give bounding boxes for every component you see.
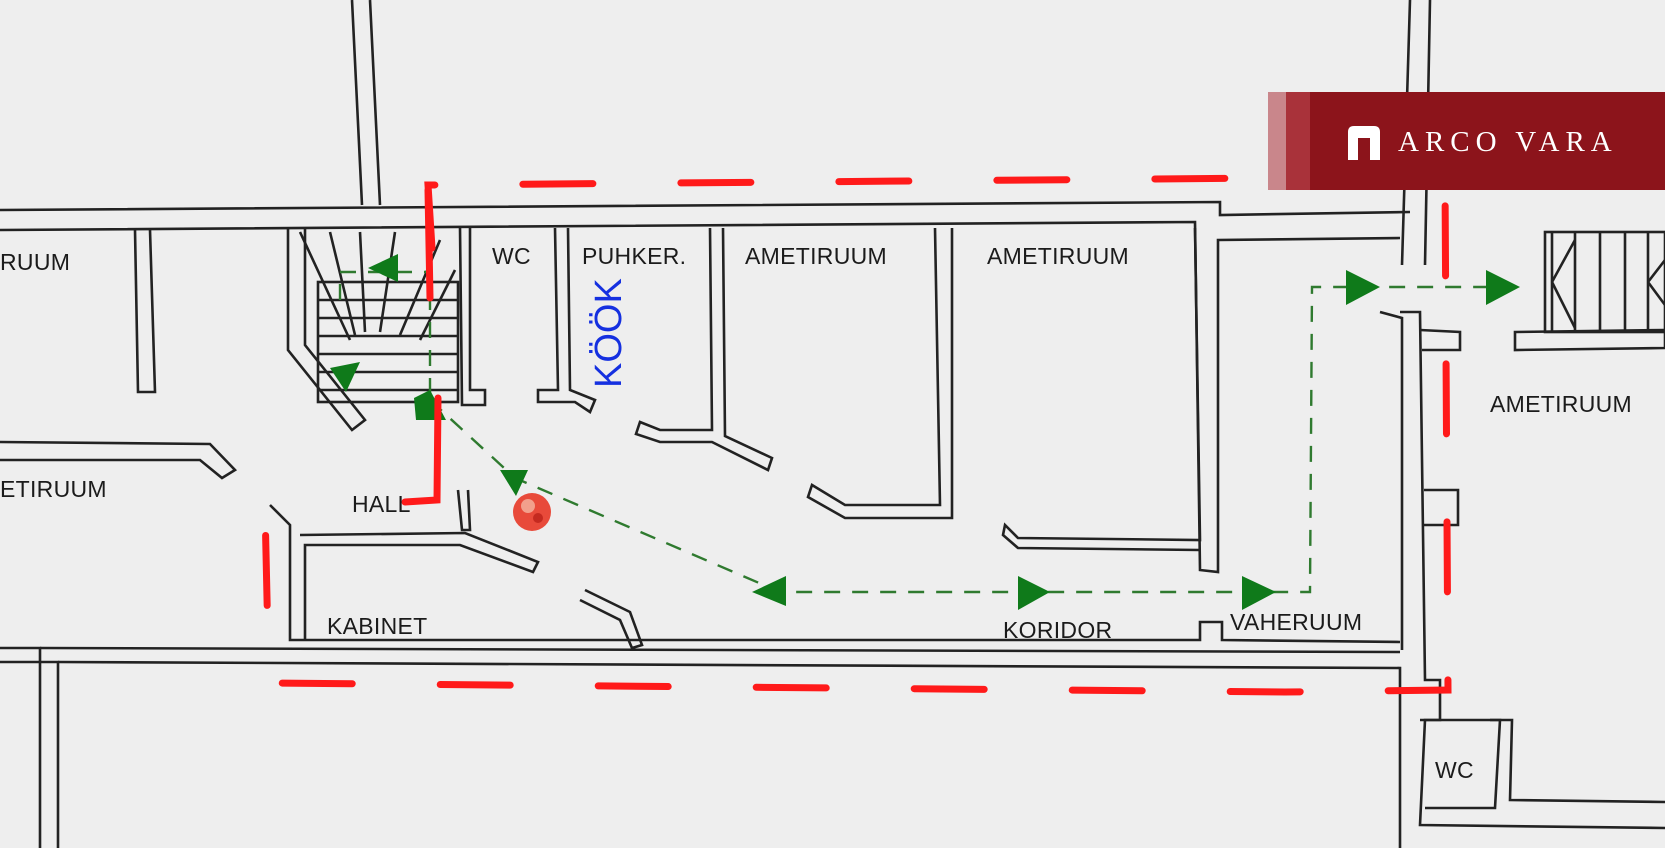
wall-left-room — [133, 229, 157, 394]
wall-bottom-outer — [39, 646, 1402, 848]
wall-etiruum — [0, 440, 238, 480]
wall-wc-bottom-right — [1490, 718, 1665, 804]
evacuation-arrow-icon — [1242, 576, 1276, 610]
room-label-ametiruum-right: AMETIRUUM — [1490, 391, 1632, 417]
room-labels: RUUM ETIRUUM WC PUHKER. AMETIRUUM AMETIR… — [0, 243, 1632, 783]
evacuation-arrow-icon — [1346, 270, 1380, 305]
brand-band-light — [1268, 92, 1286, 190]
wall-right-notch-top — [1419, 328, 1462, 352]
boundary-outline — [261, 174, 1452, 696]
evacuation-arrow-icon — [500, 470, 528, 496]
wall-kabinet-door — [579, 588, 644, 650]
wall-vaheruum-right — [1379, 310, 1404, 650]
arco-vara-logo-icon — [1348, 126, 1380, 160]
wall-stair-left — [286, 228, 367, 432]
wall-right-stair-landing — [1513, 328, 1665, 352]
room-label-kabinet: KABINET — [327, 613, 428, 639]
room-label-koridor: KORIDOR — [1003, 617, 1112, 643]
room-label-vaheruum: VAHERUUM — [1230, 609, 1362, 635]
evac-path-stairs — [338, 270, 432, 400]
room-label-wc-top: WC — [492, 243, 531, 269]
evacuation-arrow-icon — [1018, 576, 1050, 610]
wall-top-inner — [0, 220, 1401, 574]
boundary-inner — [401, 186, 442, 506]
wall-ametiruum-1 — [634, 227, 774, 472]
wall-right-notch-mid — [1424, 488, 1460, 527]
room-label-ametiruum-1: AMETIRUUM — [745, 243, 887, 269]
room-label-etiruum: ETIRUUM — [0, 476, 107, 502]
wall-ametiruum-2 — [806, 227, 954, 520]
evacuation-arrow-icon — [368, 254, 398, 282]
room-label-hall: HALL — [352, 491, 411, 517]
wall-wc — [458, 227, 487, 407]
evacuation-arrow-icon — [1486, 270, 1520, 305]
brand-band-main — [1310, 92, 1665, 190]
wall-top-left — [350, 0, 382, 206]
room-label-wc-bottom: WC — [1435, 757, 1474, 783]
wall-right-corridor — [1400, 310, 1665, 830]
evacuation-route — [330, 254, 1520, 610]
evacuation-arrow-icon — [752, 576, 786, 606]
brand-band-mid — [1286, 92, 1310, 190]
wall-wc-bottom — [1420, 718, 1502, 810]
wall-hall-divider — [456, 489, 472, 532]
wall-kabinet-top — [269, 504, 1401, 644]
stair-lines — [298, 231, 458, 392]
brand-name: ARCO VARA — [1398, 126, 1618, 158]
room-label-ametiruum-2: AMETIRUUM — [987, 243, 1129, 269]
room-label-ruum: RUUM — [0, 249, 70, 275]
evacuation-arrow-icon — [330, 362, 360, 392]
wall-ametiruum-2-bottom — [1001, 227, 1202, 552]
rental-area-boundary — [261, 174, 1452, 696]
room-label-puhker: PUHKER. — [582, 243, 686, 269]
brand-banner: ARCO VARA — [1268, 92, 1665, 190]
fire-extinguisher-icon — [513, 493, 551, 531]
room-label-kook: KÖÖK — [588, 278, 630, 388]
wall-puhker — [536, 227, 597, 414]
evac-path-main — [429, 285, 1500, 594]
wall-kabinet-inner — [299, 531, 540, 640]
wall-top-outer — [0, 200, 1411, 217]
